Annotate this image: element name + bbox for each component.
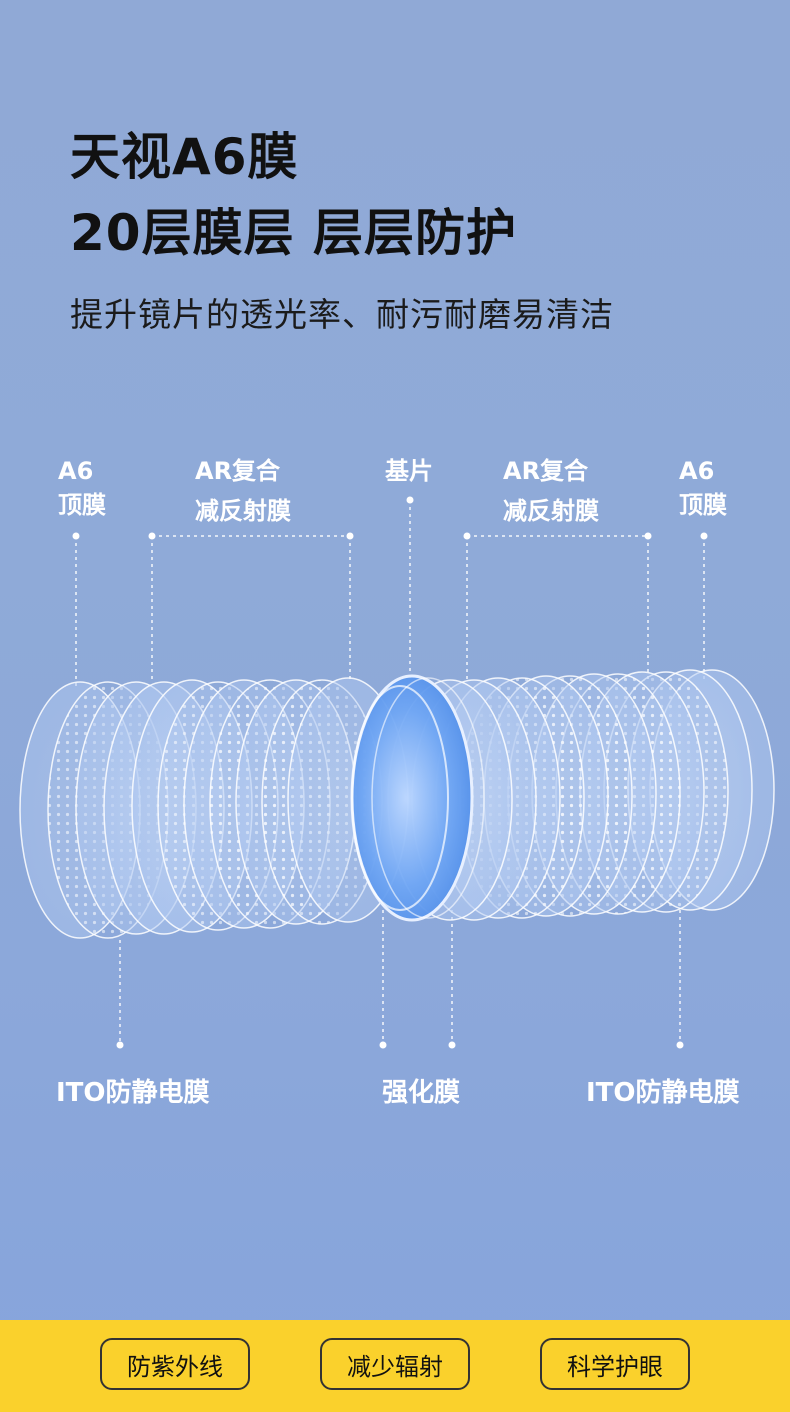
label-substrate: 基片 (385, 457, 433, 485)
label-ito-right: ITO防静电膜 (586, 1078, 740, 1108)
headline-line1: 天视A6膜 (70, 128, 299, 186)
headline-subtitle: 提升镜片的透光率、耐污耐磨易清洁 (70, 295, 614, 334)
headline-line2: 20层膜层 层层防护 (70, 204, 517, 262)
label-ito-left: ITO防静电膜 (56, 1078, 210, 1108)
feature-tag-radiation: 减少辐射 (320, 1338, 470, 1390)
label-ar-right: AR复合减反射膜 (503, 457, 599, 525)
label-strengthening: 强化膜 (382, 1078, 461, 1108)
feature-tag-eye-care: 科学护眼 (540, 1338, 690, 1390)
feature-tag-uv: 防紫外线 (100, 1338, 250, 1390)
label-ar-left: AR复合减反射膜 (195, 457, 291, 525)
lens-layer-diagram (20, 670, 774, 938)
